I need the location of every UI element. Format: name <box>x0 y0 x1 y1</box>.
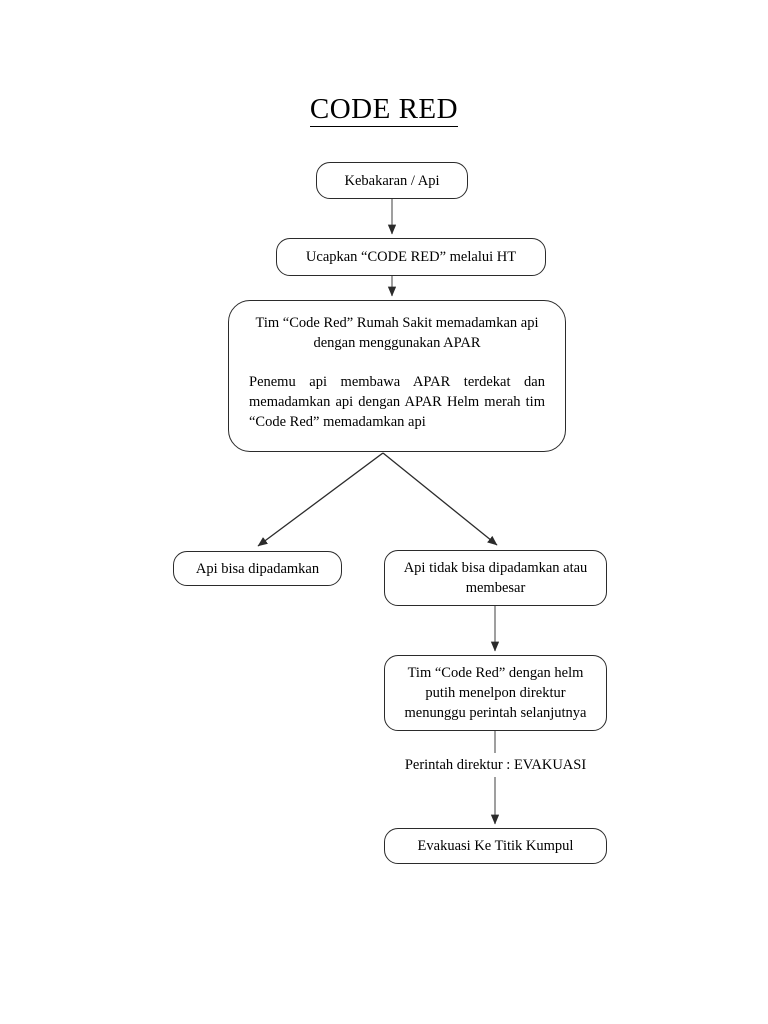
edge-tim-apar-to-api-tidak <box>382 452 498 546</box>
node-tim-code-red-apar-line2: Penemu api membawa APAR terdekat dan mem… <box>249 374 545 430</box>
node-tim-helm-putih-telpon-direktur[interactable]: Tim “Code Red” dengan helm putih menelpo… <box>384 655 607 731</box>
node-tim-code-red-apar-line1: Tim “Code Red” Rumah Sakit memadamkan ap… <box>255 315 539 351</box>
page-title: CODE RED <box>0 92 768 127</box>
node-api-bisa-dipadamkan[interactable]: Api bisa dipadamkan <box>173 551 342 586</box>
node-evakuasi-titik-kumpul[interactable]: Evakuasi Ke Titik Kumpul <box>384 828 607 864</box>
node-evakuasi-titik-kumpul-label: Evakuasi Ke Titik Kumpul <box>417 838 574 854</box>
node-ucapkan-code-red[interactable]: Ucapkan “CODE RED” melalui HT <box>276 238 546 276</box>
edge-tim-apar-to-api-bisa <box>257 452 384 547</box>
node-api-bisa-dipadamkan-label: Api bisa dipadamkan <box>195 560 320 577</box>
page-title-text: CODE RED <box>309 93 459 127</box>
node-tim-helm-putih-telpon-direktur-label: Tim “Code Red” dengan helm putih menelpo… <box>404 665 587 721</box>
node-api-tidak-bisa-dipadamkan-label: Api tidak bisa dipadamkan atau membesar <box>403 560 588 596</box>
edge-label-perintah-direktur: Perintah direktur : EVAKUASI <box>384 753 607 777</box>
node-kebakaran-api[interactable]: Kebakaran / Api <box>316 162 468 199</box>
node-tim-code-red-apar[interactable]: Tim “Code Red” Rumah Sakit memadamkan ap… <box>228 300 566 452</box>
node-kebakaran-api-label: Kebakaran / Api <box>344 172 440 189</box>
node-ucapkan-code-red-label: Ucapkan “CODE RED” melalui HT <box>305 249 517 265</box>
node-api-tidak-bisa-dipadamkan[interactable]: Api tidak bisa dipadamkan atau membesar <box>384 550 607 606</box>
node-tim-code-red-apar-body: Tim “Code Red” Rumah Sakit memadamkan ap… <box>229 301 565 432</box>
